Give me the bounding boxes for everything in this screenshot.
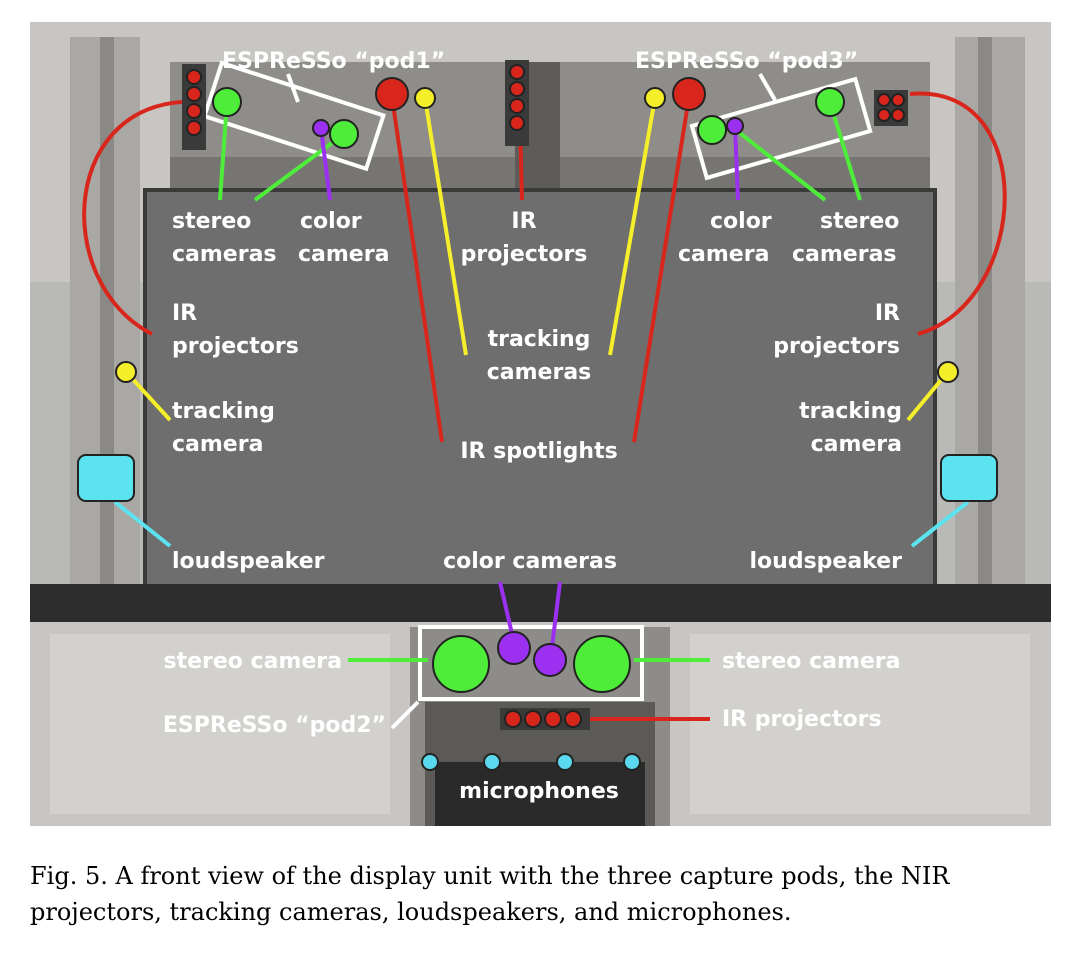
microphone-4 [623,753,641,771]
pod1-color-camera [312,119,330,137]
leader-ir-left [82,99,203,336]
label-stereo-right-2: cameras [792,242,897,267]
pod2-color-camera-a [497,631,531,665]
figure-photo: ESPReSSo “pod1” ESPReSSo “pod3” stereo c… [30,22,1051,826]
leader-ir-right [909,91,1007,336]
label-stereo-camera-right: stereo camera [722,649,901,674]
annotated-photo: ESPReSSo “pod1” ESPReSSo “pod3” stereo c… [30,22,1051,826]
label-color-right-1: color [710,209,772,234]
label-color-left-1: color [300,209,362,234]
label-pod1: ESPReSSo “pod1” [222,49,445,74]
tracking-camera-top-left [414,87,436,109]
leader-stereo-left-b [253,132,346,202]
label-color-left-2: camera [298,242,389,267]
ir-spotlight-left [375,77,409,111]
pod1-stereo-camera-b [329,119,359,149]
label-ir-spotlights: IR spotlights [460,439,617,464]
label-tracking-right-2: camera [811,432,902,457]
label-color-cameras: color cameras [443,549,617,574]
pod1-box [201,60,386,172]
label-pod2: ESPReSSo “pod2” [163,713,386,738]
figure-caption: Fig. 5. A front view of the display unit… [30,862,950,926]
pod2-stereo-camera-left [432,635,490,693]
leader-spot-right [632,96,691,443]
label-color-right-2: camera [678,242,769,267]
ir-projector-stack-left [182,64,206,150]
label-tracking-right-1: tracking [799,399,902,424]
label-pod3: ESPReSSo “pod3” [635,49,858,74]
leader-stereo-left-a [218,101,229,201]
pod3-color-camera [726,117,744,135]
label-stereo-right-1: stereo [820,209,899,234]
pod3-stereo-camera-b [697,115,727,145]
label-ir-top-1: IR [511,209,536,234]
pod2-box [418,625,644,701]
microphone-1 [421,753,439,771]
label-ir-right-1: IR [875,301,900,326]
leader-tracking-right [906,372,948,422]
leader-color-bottom-a [498,581,514,635]
leader-tracking-left [126,372,172,422]
ir-spotlight-right [672,77,706,111]
leader-spot-left [390,96,444,443]
pod2-color-camera-b [533,643,567,677]
label-ir-projectors-bottom: IR projectors [722,707,882,732]
ir-projector-stack-right [874,90,908,126]
tracking-camera-left [115,361,137,383]
leader-color-right [733,125,740,201]
label-tracking-center-2: cameras [487,360,592,385]
loudspeaker-left-marker [77,454,135,502]
leader-stereo-right-a [734,128,827,202]
ir-projector-row-bottom [500,708,590,730]
leader-tracking-center-right [608,97,657,356]
leader-tracking-center-left [423,97,468,356]
tracking-camera-right [937,361,959,383]
microphone-2 [483,753,501,771]
table-edge [30,584,1051,624]
pod3-stereo-camera-a [815,87,845,117]
label-ir-top-2: projectors [461,242,588,267]
label-tracking-left-1: tracking [172,399,275,424]
pod1-stereo-camera-a [212,87,242,117]
label-tracking-center-1: tracking [488,327,591,352]
label-loudspeaker-right: loudspeaker [750,549,903,574]
label-stereo-camera-left: stereo camera [163,649,342,674]
label-ir-left-2: projectors [172,334,299,359]
label-stereo-left-1: stereo [172,209,251,234]
pod2-leader [390,700,420,730]
label-loudspeaker-left: loudspeaker [172,549,325,574]
pod3-box [689,76,873,181]
label-microphones: microphones [459,779,619,804]
label-stereo-left-2: cameras [172,242,277,267]
label-ir-left-1: IR [172,301,197,326]
loudspeaker-right-marker [940,454,998,502]
leader-color-left [319,127,332,201]
display-screen [145,190,935,590]
leader-color-bottom-b [550,581,562,648]
pod2-stereo-camera-right [573,635,631,693]
tracking-camera-top-right [644,87,666,109]
leader-speaker-right [910,500,970,548]
microphone-3 [556,753,574,771]
label-ir-right-2: projectors [773,334,900,359]
ir-projector-stack-top [505,60,529,146]
leader-speaker-left [113,500,172,548]
leader-stereo-right-b [828,101,862,201]
label-tracking-left-2: camera [172,432,263,457]
